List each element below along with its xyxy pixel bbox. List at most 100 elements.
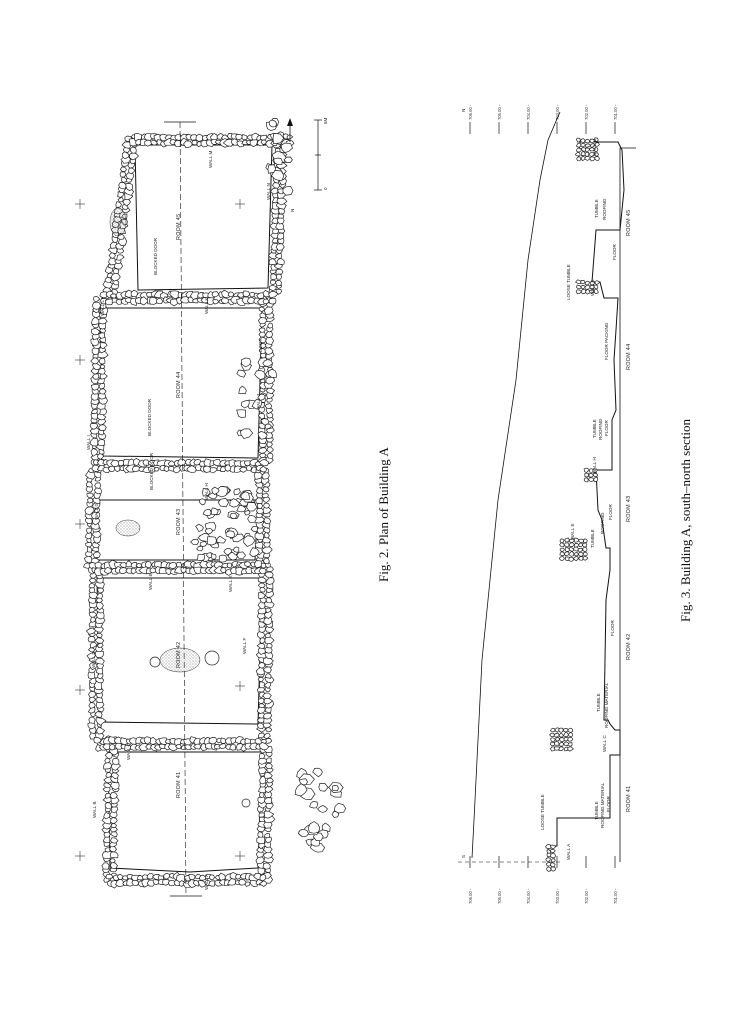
masonry-stone	[96, 726, 105, 735]
masonry-stone	[98, 382, 106, 390]
plan-wall-a-label: WALL A	[204, 873, 209, 890]
masonry-stone	[268, 291, 279, 299]
masonry-stone	[272, 182, 281, 189]
masonry-stone	[220, 567, 227, 573]
masonry-stone	[223, 548, 233, 556]
masonry-stone	[257, 430, 268, 440]
scale-zero-label: 0	[323, 187, 328, 190]
masonry-stone	[173, 466, 181, 474]
masonry-stone	[264, 403, 273, 410]
scale-bar	[314, 119, 322, 191]
masonry-stone	[88, 587, 96, 594]
masonry-stone	[257, 316, 268, 325]
plan-wall-c-label: WALL C	[126, 743, 131, 760]
masonry-stone	[152, 879, 160, 885]
masonry-stone	[177, 458, 187, 466]
masonry-stone	[107, 736, 117, 745]
plan-wall-h-label: WALL H	[204, 483, 209, 500]
masonry-stone	[202, 509, 212, 516]
masonry-stone	[92, 373, 100, 380]
masonry-stone	[143, 736, 152, 745]
masonry-stone	[121, 875, 129, 881]
masonry-stone	[242, 290, 251, 297]
plan-blocked-door-label: BLOCKED DOOR	[149, 452, 154, 490]
masonry-stone	[256, 487, 264, 494]
plan-wall-n-label: WALL N	[266, 183, 271, 200]
masonry-stone	[94, 711, 103, 718]
masonry-stone	[564, 746, 569, 752]
masonry-stone	[259, 348, 267, 355]
section-tumble-43-label: TUMBLE	[590, 529, 595, 548]
masonry-stone	[262, 298, 270, 305]
masonry-stone	[573, 543, 580, 548]
section-tumble-45-label: TUMBLE	[594, 199, 599, 218]
masonry-stone	[240, 491, 251, 500]
section-baseline	[619, 147, 636, 862]
masonry-stone	[260, 134, 267, 141]
plan-wall-stones	[83, 118, 347, 889]
masonry-stone	[254, 541, 264, 549]
masonry-stone	[192, 879, 200, 887]
masonry-stone	[589, 284, 595, 290]
masonry-stone	[576, 156, 582, 162]
masonry-stone	[549, 844, 557, 850]
masonry-stone	[580, 155, 587, 162]
masonry-stone	[263, 531, 270, 539]
plan-blocked-door-label: BLOCKED DOOR	[153, 237, 158, 275]
masonry-stone	[559, 551, 565, 557]
masonry-stone	[104, 276, 112, 283]
masonry-stone	[265, 727, 273, 733]
masonry-stone	[246, 296, 256, 305]
masonry-stone	[592, 468, 598, 474]
masonry-stone	[563, 741, 570, 747]
section-roofing-43-label: ROOFING	[600, 512, 605, 534]
masonry-stone	[269, 284, 277, 291]
masonry-stone	[593, 152, 599, 157]
masonry-stone	[588, 289, 595, 294]
masonry-stone	[270, 273, 278, 280]
masonry-stone	[582, 546, 588, 553]
section-elevation-axis: 706.00 -706.00 -705.00 -705.00 -704.00 -…	[468, 104, 618, 904]
masonry-stone	[126, 878, 135, 887]
elevation-label: 703.00 -	[555, 888, 560, 904]
masonry-stone	[211, 553, 217, 560]
masonry-stone	[92, 551, 101, 558]
masonry-stone	[550, 858, 556, 863]
masonry-stone	[575, 151, 581, 157]
section-room-45-label: ROOM 45	[626, 210, 632, 236]
masonry-stone	[97, 350, 109, 359]
masonry-stone	[584, 280, 590, 286]
masonry-stone	[257, 582, 266, 589]
masonry-stone	[594, 142, 600, 147]
masonry-stone	[104, 802, 112, 810]
section-ground-surface	[471, 111, 561, 859]
masonry-stone	[183, 140, 193, 149]
masonry-stone	[218, 554, 228, 563]
masonry-stone	[594, 156, 600, 161]
plan-wall-m-label: WALL M	[208, 151, 213, 168]
masonry-stone	[120, 176, 128, 183]
masonry-stone	[266, 777, 274, 784]
masonry-stone	[190, 291, 200, 300]
masonry-stone	[86, 480, 93, 488]
masonry-stone	[250, 466, 257, 473]
section-wall-a-label: WALL A	[566, 843, 571, 860]
masonry-stone	[572, 555, 579, 562]
masonry-stone	[267, 322, 273, 329]
masonry-stone	[264, 673, 272, 679]
masonry-stone	[264, 633, 271, 639]
masonry-stone	[117, 873, 125, 881]
masonry-stone	[275, 243, 285, 251]
masonry-stone	[249, 879, 259, 888]
masonry-stone	[147, 460, 156, 467]
masonry-stone	[83, 555, 93, 564]
masonry-stone	[578, 556, 584, 561]
section-roofing-41-label: ROOFING MATERIAL	[600, 782, 605, 828]
masonry-stone	[243, 460, 252, 467]
masonry-stone	[97, 367, 106, 375]
masonry-stone	[280, 142, 293, 154]
masonry-stone	[227, 291, 235, 297]
masonry-stone	[584, 284, 591, 290]
plan-stipple-deposit	[159, 647, 201, 673]
masonry-stone	[575, 137, 581, 143]
